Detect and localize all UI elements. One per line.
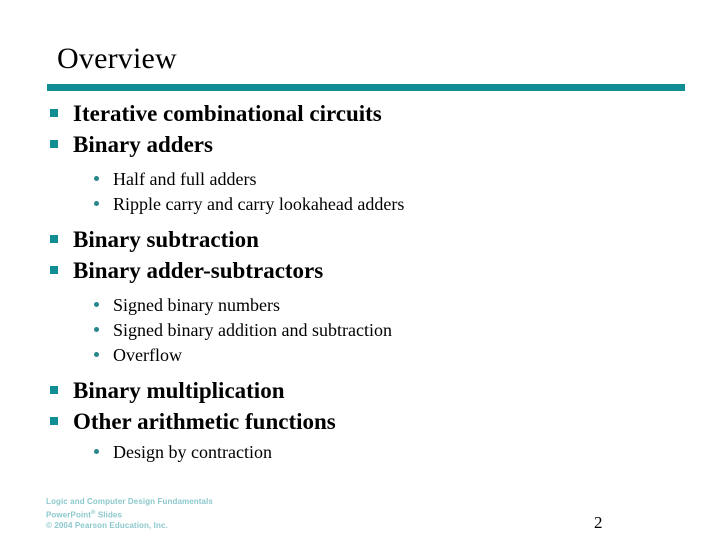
dot-bullet-icon [91,343,113,368]
footer-credit-line-2: PowerPoint® Slides [46,508,213,521]
square-bullet-icon [47,255,73,286]
list-item-label: Signed binary addition and subtraction [113,320,392,340]
footer-credit-line-3: © 2004 Pearson Education, Inc. [46,520,168,530]
footer-credit-block: Logic and Computer Design Fundamentals P… [46,497,213,531]
square-bullet-icon [47,375,73,406]
list-item: Binary subtraction [47,224,697,255]
square-bullet-icon [47,98,73,129]
list-item-label: Signed binary numbers [113,295,280,315]
slide-number: 2 [594,513,603,532]
footer-product-name: PowerPoint [46,510,92,520]
list-item-label: Half and full adders [113,169,257,189]
list-item-label: Other arithmetic functions [73,409,336,434]
square-bullet-icon [47,224,73,255]
dot-bullet-icon [91,293,113,318]
spacer [47,286,697,293]
list-item-label: Binary multiplication [73,378,285,403]
list-item: Binary adders [47,129,697,160]
list-item-label: Binary subtraction [73,227,259,252]
list-item: Ripple carry and carry lookahead adders [91,192,697,217]
dot-bullet-icon [91,192,113,217]
list-item-label: Iterative combinational circuits [73,101,382,126]
title-divider-rule [47,84,685,91]
list-item-label: Ripple carry and carry lookahead adders [113,194,405,214]
dot-bullet-icon [91,318,113,343]
list-item-label: Binary adders [73,132,213,157]
list-item: Binary multiplication [47,375,697,406]
list-item: Overflow [91,343,697,368]
list-item-label: Overflow [113,345,182,365]
dot-bullet-icon [91,440,113,465]
list-item-label: Design by contraction [113,442,272,462]
dot-bullet-icon [91,167,113,192]
list-item: Half and full adders [91,167,697,192]
list-item: Iterative combinational circuits [47,98,697,129]
page-title: Overview [57,42,177,76]
registered-trademark-icon: ® [91,509,96,516]
slide-outline-list: Iterative combinational circuits Binary … [47,98,697,465]
list-item-label: Binary adder-subtractors [73,258,324,283]
square-bullet-icon [47,406,73,437]
spacer [47,160,697,167]
list-item: Signed binary addition and subtraction [91,318,697,343]
spacer [47,368,697,375]
list-item: Design by contraction [91,440,697,465]
footer-credit-line-1: Logic and Computer Design Fundamentals [46,497,213,506]
list-item: Other arithmetic functions [47,406,697,437]
list-item: Signed binary numbers [91,293,697,318]
list-item: Binary adder-subtractors [47,255,697,286]
footer-product-tail: Slides [95,510,123,520]
square-bullet-icon [47,129,73,160]
spacer [47,217,697,224]
